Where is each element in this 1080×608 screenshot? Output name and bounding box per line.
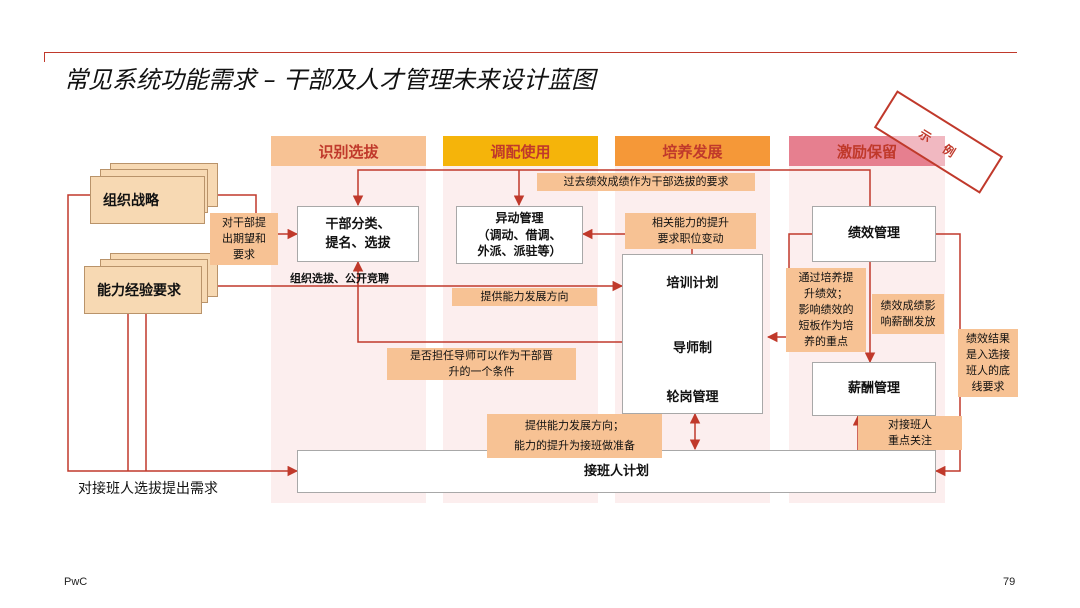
perf-salary-label: 绩效成绩影 响薪酬发放 bbox=[872, 294, 944, 334]
past-performance-label: 过去绩效成绩作为干部选拔的要求 bbox=[537, 173, 755, 191]
stamp-char-2: 例 bbox=[940, 141, 958, 160]
mentor-label: 导师制 bbox=[672, 341, 712, 356]
org-select-text: 组织选拔、公开竞聘 bbox=[290, 272, 389, 285]
column-header-retain: 激励保留 bbox=[789, 136, 945, 166]
dev-prep-label: 提供能力发展方向； 能力的提升为接班做准备 bbox=[487, 414, 662, 458]
succession-request-text: 对接班人选拔提出需求 bbox=[78, 481, 218, 497]
transfer-management-box: 异动管理 （调动、借调、 外派、派驻等） bbox=[456, 206, 583, 264]
stamp-char-1: 示 bbox=[916, 126, 934, 146]
training-plan-label: 培训计划 bbox=[666, 276, 719, 291]
org-strategy-label: 组织战略 bbox=[103, 193, 159, 209]
successor-focus-label: 对接班人 重点关注 bbox=[858, 416, 962, 450]
capability-label: 能力经验要求 bbox=[97, 283, 181, 299]
footer-brand: PwC bbox=[64, 576, 88, 588]
rotation-label: 轮岗管理 bbox=[666, 390, 719, 405]
title-rule-tick bbox=[44, 52, 45, 62]
column-header-identify: 识别选拔 bbox=[271, 136, 426, 166]
performance-management-box: 绩效管理 bbox=[812, 206, 936, 262]
perf-result-label: 绩效结果 是入选接 班人的底 线要求 bbox=[958, 329, 1018, 397]
page-title: 常见系统功能需求 – 干部及人才管理未来设计蓝图 bbox=[64, 66, 596, 94]
capability-input: 能力经验要求 bbox=[84, 266, 202, 314]
ability-promotion-label: 相关能力的提升 要求职位变动 bbox=[625, 213, 756, 249]
column-header-develop: 培养发展 bbox=[615, 136, 770, 166]
train-performance-label: 通过培养提 升绩效； 影响绩效的 短板作为培 养的重点 bbox=[786, 268, 866, 352]
column-header-deploy: 调配使用 bbox=[443, 136, 598, 166]
develop-group-box bbox=[622, 254, 763, 414]
expectation-label: 对干部提 出期望和 要求 bbox=[210, 213, 278, 265]
title-rule bbox=[44, 52, 1017, 53]
org-strategy-input: 组织战略 bbox=[90, 176, 205, 224]
mentor-condition-label: 是否担任导师可以作为干部晋 升的一个条件 bbox=[387, 348, 576, 380]
cadre-selection-box: 干部分类、 提名、选拔 bbox=[297, 206, 419, 262]
dev-direction-label: 提供能力发展方向 bbox=[452, 288, 597, 306]
page-number: 79 bbox=[1003, 576, 1016, 588]
salary-management-box: 薪酬管理 bbox=[812, 362, 936, 416]
